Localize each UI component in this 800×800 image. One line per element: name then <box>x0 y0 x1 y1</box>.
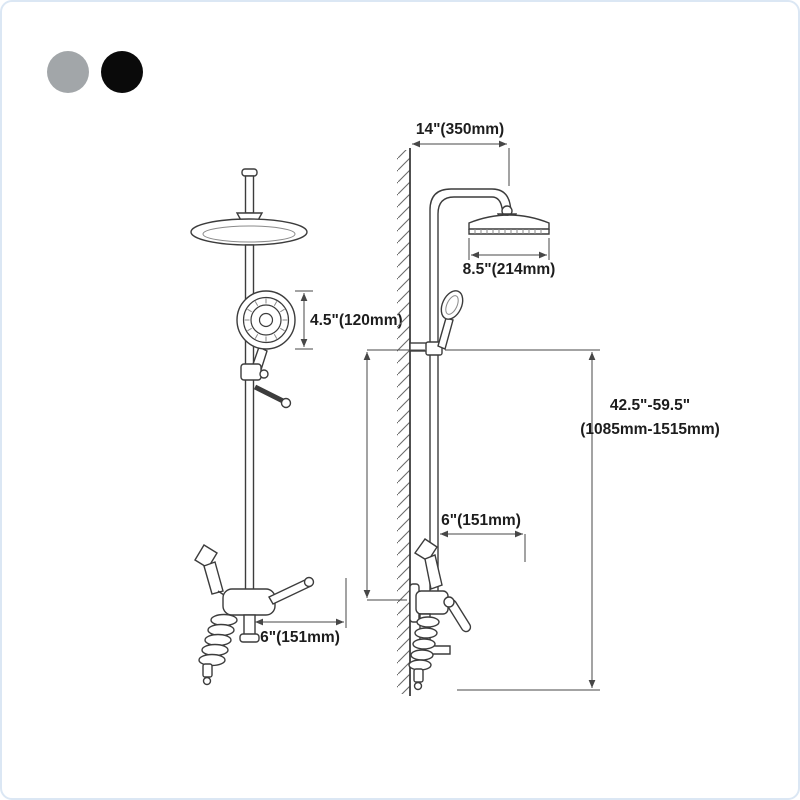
dim-label-valve-front: 6"(151mm) <box>260 629 340 646</box>
dim-arm-reach: 14"(350mm) <box>412 121 510 186</box>
mixer-valve-front <box>222 588 276 616</box>
gooseneck-pipe-outer <box>429 188 512 592</box>
coiled-hose-side <box>408 616 440 691</box>
hose-nut <box>280 397 292 409</box>
valve-lever-hub-side <box>443 596 455 608</box>
spout-stem-front <box>243 614 256 636</box>
dim-height-range: 42.5"-59.5" (1085mm-1515mm) <box>445 349 720 691</box>
wall-hatching <box>397 150 410 694</box>
dim-bracket-to-valve <box>363 349 425 601</box>
color-options <box>47 51 143 93</box>
dim-label-head-width: 8.5"(214mm) <box>463 261 556 278</box>
dim-label-height-mm: (1085mm-1515mm) <box>580 421 720 438</box>
hand-shower-face-side <box>445 295 459 315</box>
rain-shower-head-side <box>468 214 550 230</box>
rain-shower-head-front <box>190 218 308 246</box>
dim-valve-reach-front: 6"(151mm) <box>255 578 347 646</box>
bidet-sprayer-grip-front <box>203 561 224 595</box>
mixer-valve-side <box>415 590 449 615</box>
dim-label-valve-side: 6"(151mm) <box>441 512 521 529</box>
rain-shower-head-rim <box>202 225 296 243</box>
color-swatch-black[interactable] <box>101 51 143 93</box>
bidet-sprayer-grip-side <box>424 554 443 590</box>
dim-label-arm-reach: 14"(350mm) <box>416 121 504 138</box>
slider-bracket-front <box>240 363 262 381</box>
hose-connector-front <box>202 663 213 678</box>
riser-top-cap <box>241 168 258 177</box>
hand-shower-handle-side <box>437 317 454 350</box>
side-view-drawing: 14"(350mm) 8.5"(214mm) 6"(151mm) 42.5"-5… <box>363 121 720 696</box>
color-swatch-gray[interactable] <box>47 51 89 93</box>
front-view-drawing: 4.5"(120mm) 6"(151mm) <box>190 168 403 686</box>
gooseneck-pipe-inner <box>437 196 504 592</box>
slider-knob <box>259 369 269 379</box>
hose-end-nub-side <box>413 681 423 691</box>
dim-label-hand-shower: 4.5"(120mm) <box>310 312 403 329</box>
hand-shower-spray-nozzles <box>244 298 288 342</box>
dim-label-height-in: 42.5"-59.5" <box>610 397 690 414</box>
dim-head-width: 8.5"(214mm) <box>463 238 556 278</box>
coiled-hose-front <box>198 613 238 686</box>
hose-end-nub-front <box>202 676 212 686</box>
hand-shower-ring-inner <box>258 312 274 328</box>
rain-shower-head-rim-side <box>468 229 550 235</box>
riser-top-stub <box>244 175 255 214</box>
valve-lever-tip <box>303 576 315 588</box>
bidet-sprayer-head-front <box>194 544 218 569</box>
dim-valve-reach-side: 6"(151mm) <box>440 512 526 562</box>
hose-connector-side <box>413 668 424 683</box>
spout-mouth-front <box>239 633 260 643</box>
dim-hand-shower-height: 4.5"(120mm) <box>295 290 403 350</box>
hand-shower-head-side <box>440 290 464 320</box>
hose-outlet-stub <box>253 384 285 404</box>
bidet-sprayer-head-side <box>413 538 438 562</box>
rain-head-nozzles <box>474 229 542 234</box>
